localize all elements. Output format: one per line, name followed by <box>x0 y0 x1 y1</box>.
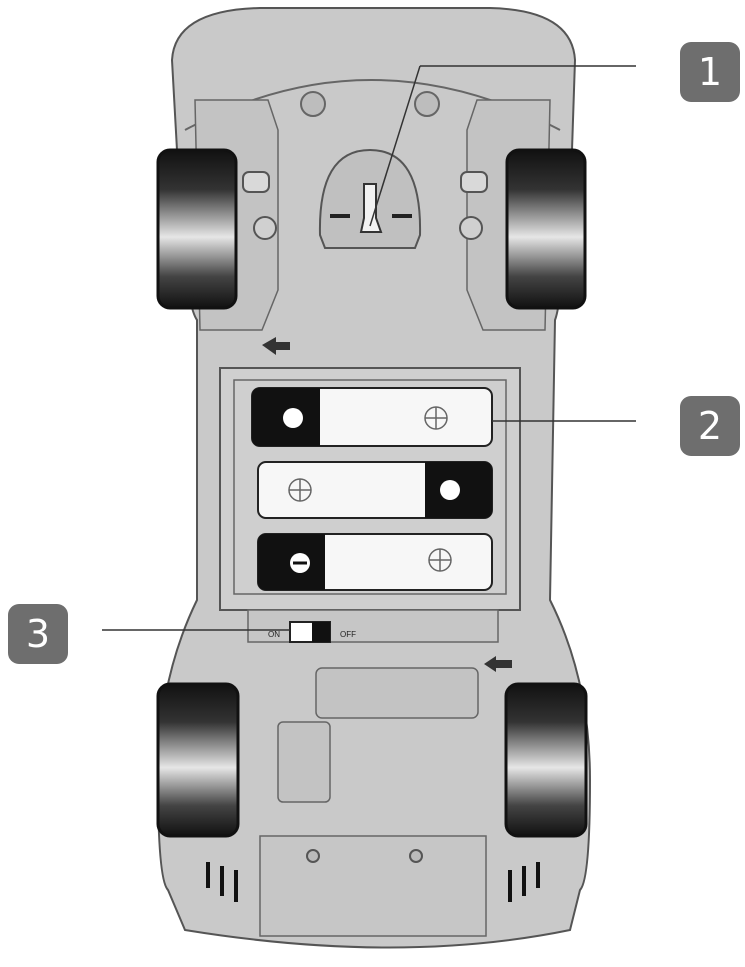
screw-hole <box>414 91 440 117</box>
direction-arrow-mark <box>262 337 290 355</box>
rear-panel <box>315 667 479 719</box>
callout-badge-2: 2 <box>680 396 740 456</box>
direction-arrow-mark <box>484 656 512 672</box>
screw-hole <box>409 849 423 863</box>
screw-hole <box>253 216 277 240</box>
switch-on-label: ON <box>268 630 280 639</box>
front-right-tire <box>505 148 587 310</box>
battery-bottom <box>257 533 493 591</box>
rear-right-tire <box>504 682 588 838</box>
switch-panel <box>247 609 499 643</box>
rear-plate <box>259 835 487 937</box>
front-left-tire <box>156 148 238 310</box>
callout-badge-3: 3 <box>8 604 68 664</box>
callout-badge-1: 1 <box>680 42 740 102</box>
battery-top <box>251 387 493 447</box>
battery-middle <box>257 461 493 519</box>
screw-hole <box>459 216 483 240</box>
rear-panel <box>277 721 331 803</box>
trim-knob-pointer <box>359 183 383 233</box>
leader-line-1 <box>369 65 421 227</box>
screw-hole <box>306 849 320 863</box>
steering-bolt <box>242 171 270 193</box>
switch-off-label: OFF <box>340 630 356 639</box>
steering-bolt <box>460 171 488 193</box>
screw-hole <box>300 91 326 117</box>
rear-left-tire <box>156 682 240 838</box>
